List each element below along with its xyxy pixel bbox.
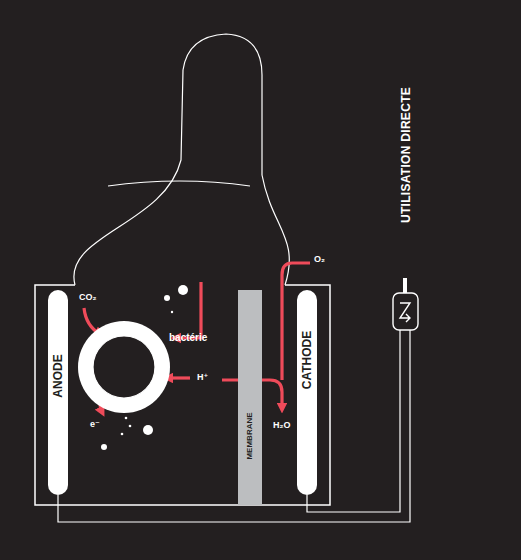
- flow-arrows: [84, 263, 310, 412]
- oxygen-label: O₂: [314, 255, 325, 264]
- electrode-label: ANODE: [52, 354, 64, 397]
- load-symbol: [393, 278, 418, 330]
- cell-label: bactérie: [169, 333, 207, 343]
- proton-label: H⁺: [197, 373, 208, 382]
- electron-label: e⁻: [90, 420, 100, 429]
- liquid-surface: [108, 181, 250, 186]
- electrode-label: MEMBRANE: [246, 413, 254, 460]
- bacterium-cell: bactérie: [77, 320, 171, 414]
- electrode-label: CATHODE: [301, 330, 313, 388]
- water-label: H₂O: [273, 421, 291, 430]
- flask-outline: [74, 34, 289, 285]
- cell-wall: [78, 321, 170, 413]
- container: [35, 285, 330, 505]
- anode-electrode: ANODE: [48, 290, 68, 495]
- load-label: UTILISATION DIRECTE: [400, 87, 412, 223]
- cathode-electrode: CATHODE: [297, 290, 317, 495]
- co2-label: CO₂: [79, 293, 97, 302]
- circuit-wire: [58, 330, 410, 522]
- membrane: MEMBRANE: [238, 290, 262, 505]
- cell-outline: [77, 320, 171, 414]
- cell-core: [93, 336, 155, 398]
